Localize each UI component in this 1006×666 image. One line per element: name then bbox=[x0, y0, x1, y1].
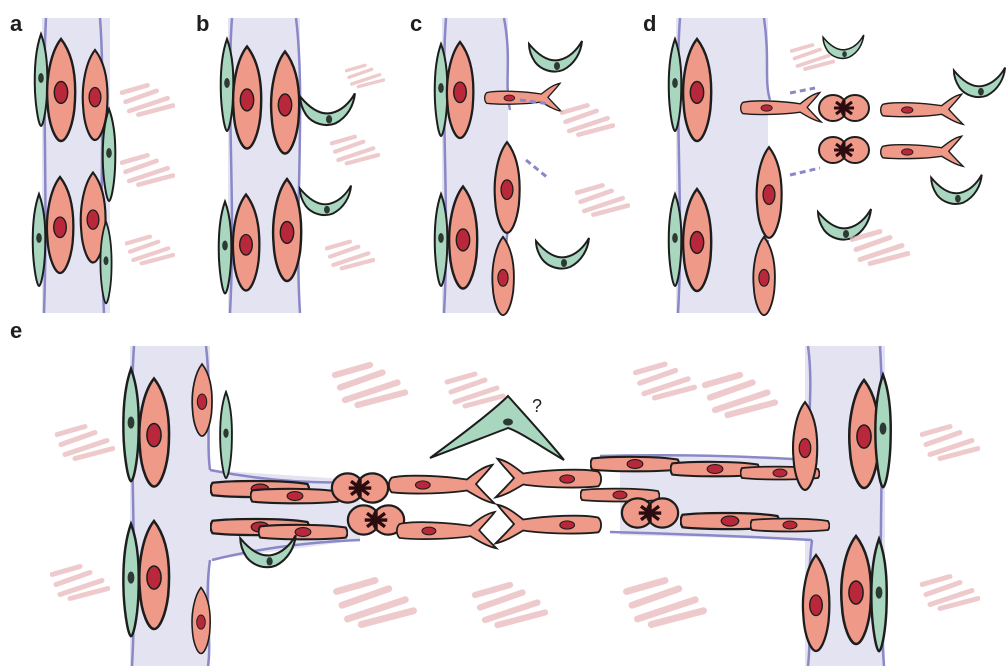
panel-a: a bbox=[10, 11, 173, 313]
question-mark: ? bbox=[532, 396, 542, 416]
pericyte-icon bbox=[300, 93, 355, 125]
matrix-fibre bbox=[922, 427, 978, 459]
panel-c: c bbox=[410, 11, 628, 315]
matrix-fibre bbox=[57, 427, 113, 459]
pericyte-icon bbox=[221, 39, 234, 131]
stalk-cell-icon bbox=[259, 525, 348, 540]
pericyte-icon bbox=[529, 41, 582, 72]
stalk-cell-icon bbox=[251, 489, 340, 504]
panel-label-d: d bbox=[643, 11, 656, 36]
stalk-cell-icon bbox=[751, 519, 830, 532]
pericyte-icon bbox=[669, 194, 682, 286]
pericyte-icon bbox=[219, 202, 232, 294]
panel-e: e bbox=[10, 318, 978, 666]
pericyte-icon bbox=[669, 39, 682, 131]
stalk-cell-icon bbox=[581, 489, 660, 502]
pericyte-icon bbox=[220, 392, 232, 478]
tip-cell-icon bbox=[397, 512, 497, 548]
panel-d: d bbox=[643, 11, 1005, 315]
pericyte-nucleus bbox=[503, 419, 513, 426]
matrix-fibre bbox=[127, 237, 174, 264]
matrix-fibre bbox=[335, 365, 405, 405]
matrix-fibre bbox=[122, 155, 173, 184]
matrix-fibre bbox=[627, 581, 704, 625]
basement-membrane-fragment bbox=[520, 100, 550, 178]
tip-cell-icon bbox=[389, 465, 494, 504]
matrix-fibre bbox=[52, 567, 108, 599]
panel-label-b: b bbox=[196, 11, 209, 36]
matrix-fibre bbox=[475, 585, 545, 625]
dividing-cell-icon bbox=[348, 505, 404, 534]
matrix-fibre bbox=[122, 85, 173, 114]
panel-label-a: a bbox=[10, 11, 23, 36]
pericyte-icon bbox=[871, 539, 886, 651]
matrix-fibre bbox=[337, 581, 414, 625]
dividing-cell-icon bbox=[819, 95, 869, 121]
matrix-fibre bbox=[332, 137, 379, 164]
pericyte-icon bbox=[300, 186, 351, 216]
tip-cell-icon bbox=[496, 505, 601, 543]
pericyte-icon bbox=[100, 222, 111, 304]
matrix-fibre bbox=[577, 185, 628, 214]
matrix-fibre bbox=[705, 375, 775, 415]
matrix-fibre bbox=[852, 232, 908, 264]
panel-b: b bbox=[196, 11, 384, 313]
matrix-fibre bbox=[562, 105, 613, 134]
pericyte-icon bbox=[123, 369, 138, 481]
pericyte-icon bbox=[875, 375, 890, 487]
pericyte-icon bbox=[103, 109, 116, 201]
matrix-fibre bbox=[447, 374, 503, 406]
tip-cell-icon bbox=[881, 94, 963, 124]
pericyte-icon bbox=[123, 524, 138, 636]
panel-label-e: e bbox=[10, 318, 22, 343]
dividing-cell-icon bbox=[819, 137, 869, 163]
panel-label-c: c bbox=[410, 11, 422, 36]
tip-cell-icon bbox=[881, 136, 963, 166]
pericyte-icon bbox=[435, 194, 448, 286]
matrix-fibre bbox=[636, 364, 695, 398]
dividing-cell-icon bbox=[622, 498, 678, 527]
pericyte-icon bbox=[435, 44, 448, 136]
matrix-fibre bbox=[327, 242, 374, 269]
pericyte-icon bbox=[35, 34, 48, 126]
matrix-fibre bbox=[346, 65, 383, 86]
pericyte-icon bbox=[931, 175, 982, 204]
pericyte-icon bbox=[430, 396, 564, 460]
pericyte-icon bbox=[33, 194, 46, 286]
pericyte-icon bbox=[536, 238, 589, 269]
stalk-cell-icon bbox=[591, 457, 680, 472]
matrix-fibre bbox=[922, 577, 978, 609]
pericyte-icon bbox=[954, 68, 1005, 98]
dividing-cell-icon bbox=[332, 473, 388, 502]
